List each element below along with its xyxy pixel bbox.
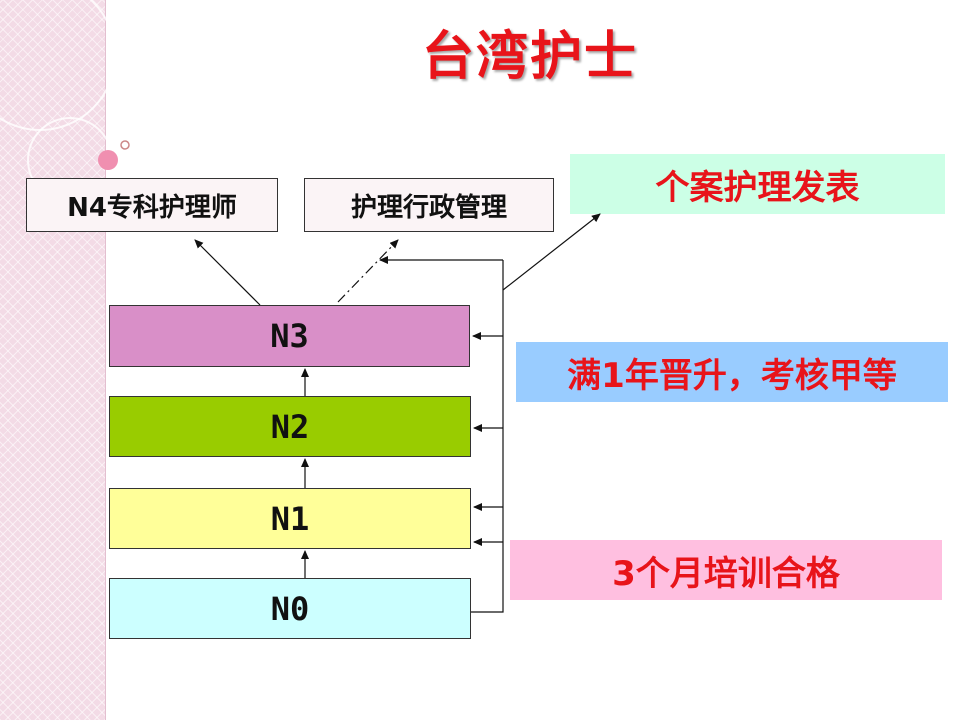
level-n2-box: N2 [109, 396, 471, 457]
page-title: 台湾护士 [421, 27, 638, 87]
decorative-circles [0, 0, 130, 200]
arrow-to-case-report [502, 213, 601, 291]
level-n0-box: N0 [109, 578, 471, 639]
arrow-n3-to-n4 [194, 239, 261, 306]
small-bubble [120, 140, 130, 150]
promotion-criteria-label: 满1年晋升，考核甲等 [516, 342, 948, 402]
right-bracket-line [471, 260, 504, 613]
level-n3-box: N3 [109, 305, 470, 367]
training-criteria-label: 3个月培训合格 [510, 540, 942, 600]
pink-bubble [98, 150, 118, 170]
nursing-admin-box: 护理行政管理 [304, 178, 554, 232]
case-report-label: 个案护理发表 [570, 154, 945, 214]
arrow-n3-to-admin [337, 239, 399, 303]
level-n1-box: N1 [109, 488, 471, 549]
n4-specialist-box: N4专科护理师 [26, 178, 278, 232]
decorative-sidebar [0, 0, 106, 720]
